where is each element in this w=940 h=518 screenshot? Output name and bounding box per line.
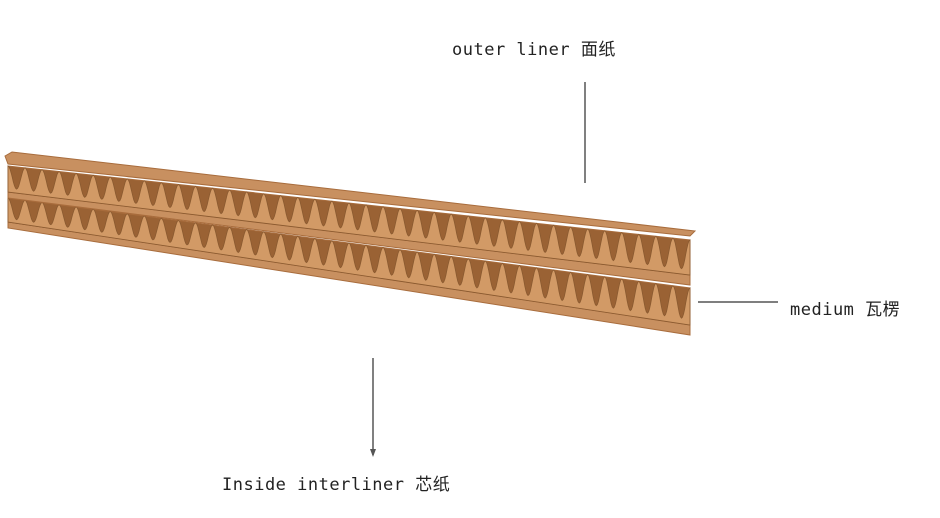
outer-liner-label: outer liner 面纸: [452, 40, 616, 60]
flute-wave: [7, 165, 691, 276]
medium-label: medium 瓦楞: [790, 300, 901, 320]
inside-interliner-label: Inside interliner 芯纸: [222, 475, 451, 495]
lower-flute-layer: [7, 197, 691, 326]
outer-liner-surface: [4, 151, 697, 237]
outer-liner-sheet: [4, 151, 697, 237]
interliner-arrow-icon: [370, 449, 376, 457]
flute-wave: [7, 197, 691, 326]
medium-flute-layer: [7, 165, 691, 276]
